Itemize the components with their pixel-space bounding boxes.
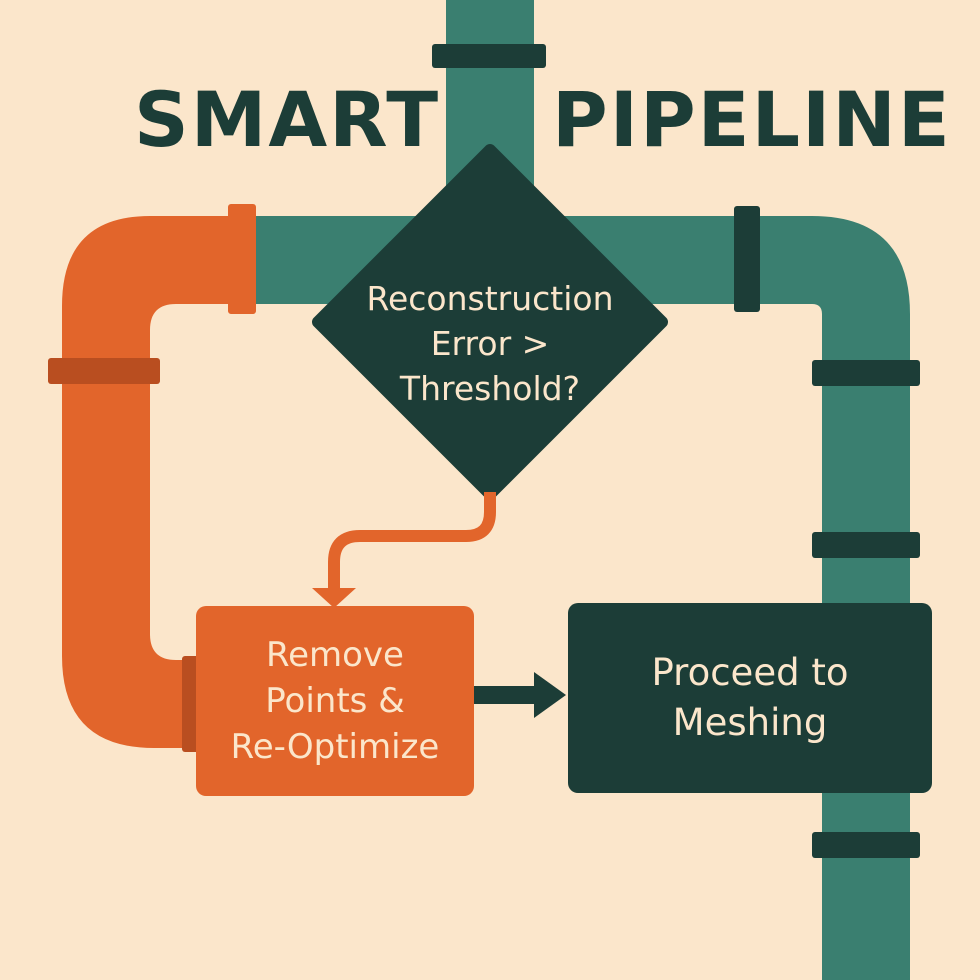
connector-remove-to-proceed [470,686,540,704]
arrow-head-to-remove [312,588,356,608]
pipe-coupling-right-3 [812,832,920,858]
decision-label: Reconstruction Error > Threshold? [318,276,662,411]
proceed-to-meshing-box: Proceed to Meshing [568,603,932,793]
proceed-line-1: Proceed to [651,651,849,694]
decision-line-1: Reconstruction [366,279,614,318]
arrow-head-to-proceed [534,672,566,718]
title-smart: SMART [134,75,441,164]
title-pipeline: PIPELINE [552,75,952,164]
orange-pipe-left [62,216,248,748]
pipe-coupling-right-2 [812,532,920,558]
pipe-coupling-top [432,44,546,68]
pipe-coupling-right-1 [812,360,920,386]
decision-line-2: Error > [430,324,550,363]
remove-points-box: Remove Points & Re-Optimize [196,606,474,796]
connector-diamond-to-remove [328,492,496,592]
pipe-coupling-orange-left [48,358,160,384]
remove-line-3: Re-Optimize [230,727,440,767]
pipe-coupling-orange-top [228,204,256,314]
proceed-line-2: Meshing [672,701,828,744]
remove-line-1: Remove [266,635,404,675]
decision-line-3: Threshold? [399,369,581,408]
remove-line-2: Points & [265,681,405,721]
pipe-coupling-right-horizontal [734,206,760,312]
teal-pipe-right [248,216,910,980]
